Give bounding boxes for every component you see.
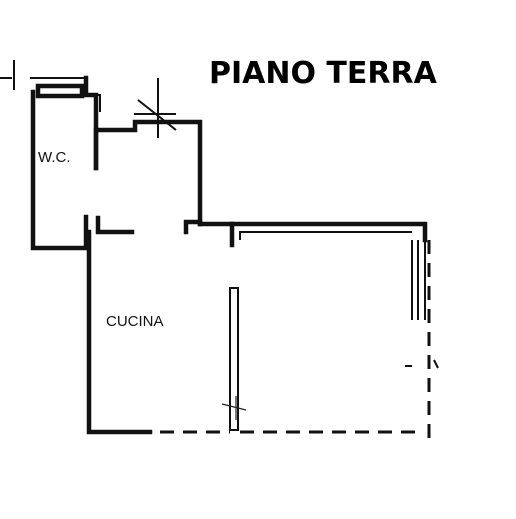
kitchen-room xyxy=(86,221,431,438)
kitchen-label: CUCINA xyxy=(106,313,164,330)
stray-marks xyxy=(405,359,439,369)
left-edge-mark xyxy=(0,60,15,90)
right-window xyxy=(411,240,426,320)
corridor xyxy=(93,119,203,235)
door-mark-top xyxy=(134,78,177,138)
wc-label: W.C. xyxy=(38,149,71,166)
central-partition xyxy=(221,287,247,431)
plan-title: PIANO TERRA xyxy=(209,56,438,91)
